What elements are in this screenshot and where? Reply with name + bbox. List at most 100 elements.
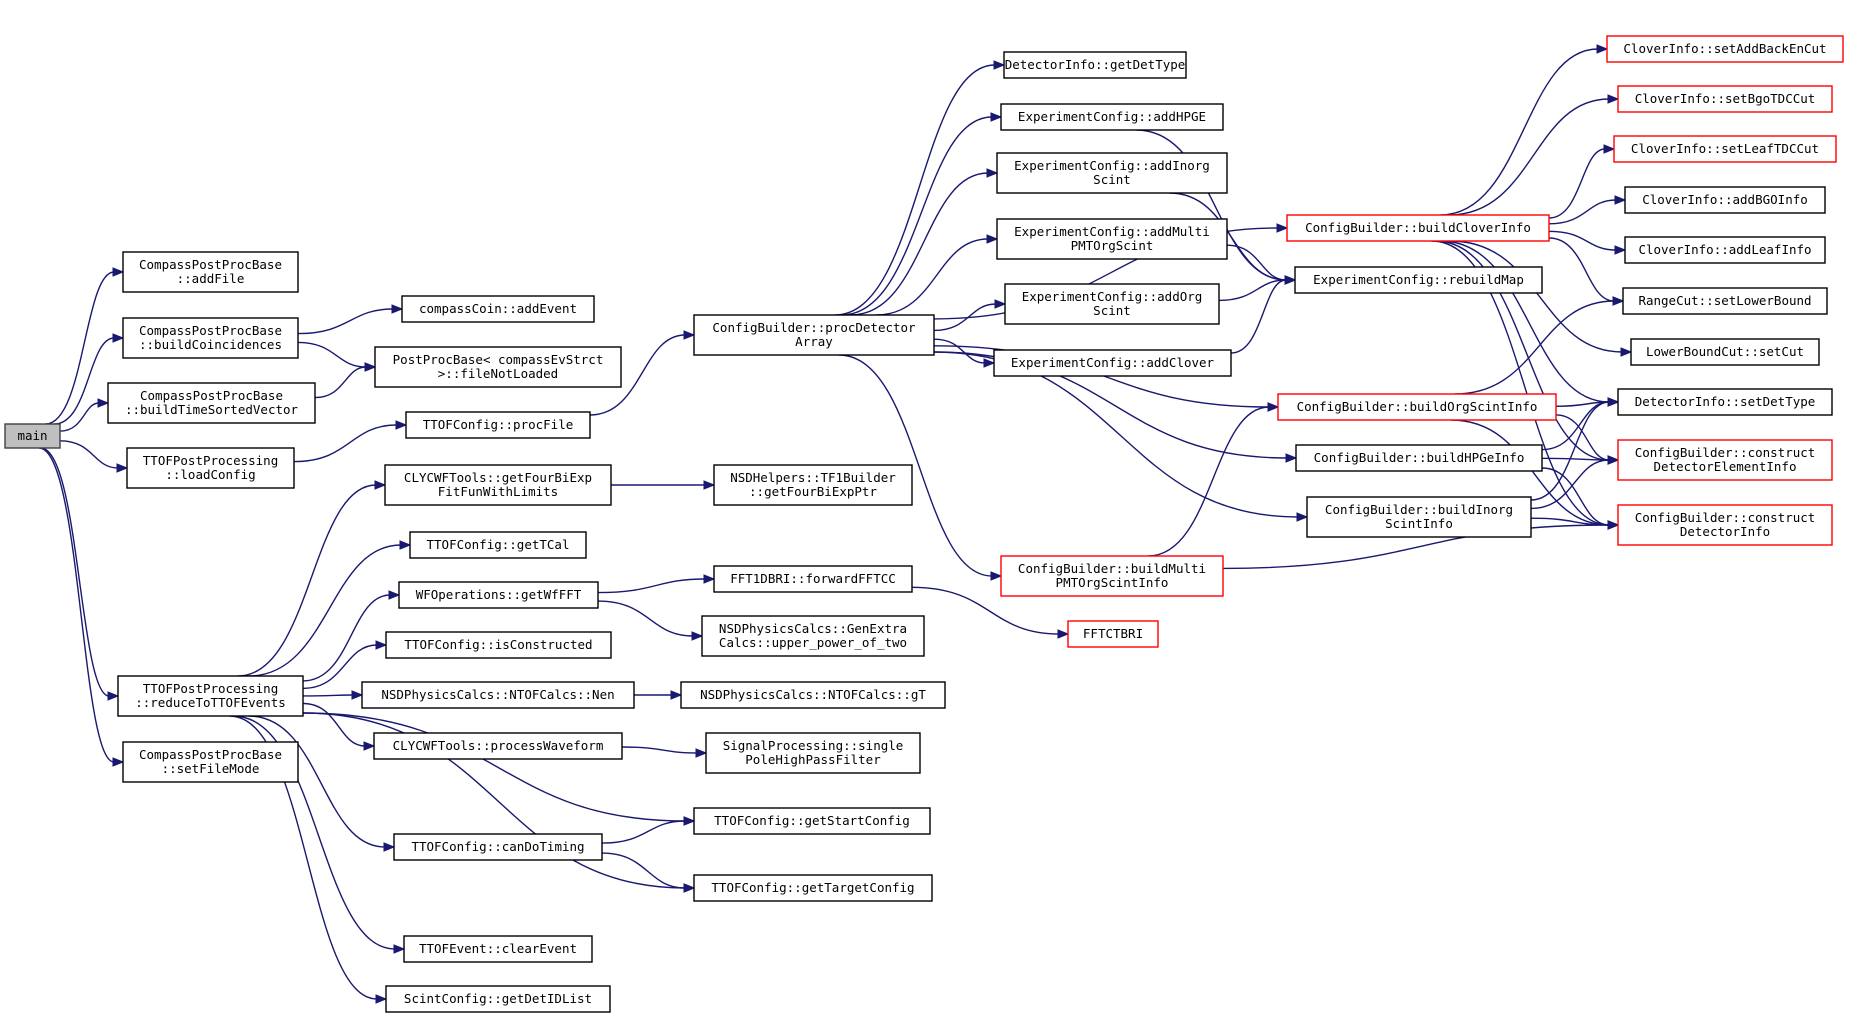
- node-rebuildMap[interactable]: ExperimentConfig::rebuildMap: [1294, 266, 1543, 294]
- edge-line: [248, 544, 402, 677]
- edge-line: [59, 440, 119, 469]
- node-FFTCTBRI[interactable]: FFTCTBRI: [1067, 620, 1159, 648]
- node-setCut[interactable]: LowerBoundCut::setCut: [1630, 338, 1820, 366]
- node-box: [713, 464, 913, 506]
- node-buildOrgScintInfo[interactable]: ConfigBuilder::buildOrgScintInfo: [1277, 393, 1557, 421]
- node-getWfFFT[interactable]: WFOperations::getWfFFT: [398, 581, 599, 609]
- node-box: [1000, 555, 1224, 597]
- arrowhead: [1057, 629, 1070, 639]
- node-box: [996, 152, 1228, 194]
- node-buildCoincidences[interactable]: CompassPostProcBase::buildCoincidences: [122, 317, 299, 359]
- edge-buildCloverInfo-to-setDetType: [1440, 240, 1620, 407]
- edge-buildInorgScintInfo-to-setDetType: [1530, 397, 1620, 501]
- node-label: ConfigBuilder::construct: [1635, 510, 1816, 525]
- node-setFileMode[interactable]: CompassPostProcBase::setFileMode: [122, 741, 299, 783]
- node-getFourBiExpPtr[interactable]: NSDHelpers::TF1Builder::getFourBiExpPtr: [713, 464, 913, 506]
- node-setAddBackEnCut[interactable]: CloverInfo::setAddBackEnCut: [1606, 35, 1844, 63]
- node-label: ConfigBuilder::buildInorg: [1325, 502, 1513, 517]
- node-setDetType[interactable]: DetectorInfo::setDetType: [1617, 388, 1833, 416]
- edge-line: [589, 334, 686, 416]
- node-loadConfig[interactable]: TTOFPostProcessing::loadConfig: [126, 447, 295, 489]
- node-addFile[interactable]: CompassPostProcBase::addFile: [122, 251, 299, 293]
- node-getDetIDList[interactable]: ScintConfig::getDetIDList: [385, 985, 611, 1013]
- node-label: DetectorInfo::getDetType: [1005, 57, 1186, 72]
- node-procFile[interactable]: TTOFConfig::procFile: [405, 411, 591, 439]
- node-reduceToTTOFEvents[interactable]: TTOFPostProcessing::reduceToTTOFEvents: [117, 675, 304, 717]
- node-fileNotLoaded[interactable]: PostProcBase< compassEvStrct>::fileNotLo…: [374, 346, 622, 388]
- node-buildTimeSortedVector[interactable]: CompassPostProcBase::buildTimeSortedVect…: [107, 382, 316, 424]
- node-box: [373, 732, 623, 760]
- arrowhead: [363, 741, 376, 751]
- edge-canDoTiming-to-getStartConfig: [601, 816, 696, 844]
- node-canDoTiming[interactable]: TTOFConfig::canDoTiming: [393, 833, 603, 861]
- node-gT[interactable]: NSDPhysicsCalcs::NTOFCalcs::gT: [680, 681, 946, 709]
- node-buildHPGeInfo[interactable]: ConfigBuilder::buildHPGeInfo: [1295, 444, 1543, 472]
- node-Nen[interactable]: NSDPhysicsCalcs::NTOFCalcs::Nen: [361, 681, 635, 709]
- arrowhead: [399, 540, 412, 550]
- edge-line: [597, 600, 694, 637]
- node-getTCal[interactable]: TTOFConfig::getTCal: [409, 531, 587, 559]
- node-addEvent[interactable]: compassCoin::addEvent: [401, 295, 595, 323]
- edge-main-to-setFileMode: [38, 447, 125, 767]
- node-label: DetectorInfo: [1680, 524, 1770, 539]
- node-box: [1617, 388, 1833, 416]
- edge-line: [302, 712, 686, 822]
- arrowhead: [374, 480, 387, 490]
- node-box: [701, 615, 925, 657]
- edge-reduceToTTOFEvents-to-getFourBiExpFitFunWithLimits: [237, 480, 387, 677]
- node-label: ExperimentConfig::addInorg: [1014, 158, 1210, 173]
- node-clearEvent[interactable]: TTOFEvent::clearEvent: [403, 935, 593, 963]
- node-singlePoleHighPassFilter[interactable]: SignalProcessing::singlePoleHighPassFilt…: [705, 732, 921, 774]
- arrowhead: [990, 571, 1003, 581]
- edge-buildCloverInfo-to-setLowerBound: [1548, 237, 1625, 306]
- node-box: [1000, 103, 1224, 131]
- node-label: Array: [795, 334, 833, 349]
- node-addBGOInfo[interactable]: CloverInfo::addBGOInfo: [1624, 186, 1826, 214]
- node-label: ExperimentConfig::rebuildMap: [1313, 272, 1524, 287]
- node-setLowerBound[interactable]: RangeCut::setLowerBound: [1622, 287, 1828, 315]
- node-getTargetConfig[interactable]: TTOFConfig::getTargetConfig: [693, 874, 933, 902]
- node-forwardFFTCC[interactable]: FFT1DBRI::forwardFFTCC: [713, 565, 913, 593]
- edge-procDetectorArray-to-addMultiPMTOrgScint: [876, 234, 999, 316]
- edge-main-to-buildTimeSortedVector: [59, 398, 110, 432]
- edge-reduceToTTOFEvents-to-getTCal: [248, 540, 412, 677]
- edge-line: [229, 715, 378, 1000]
- node-setBgoTDCCut[interactable]: CloverInfo::setBgoTDCCut: [1617, 85, 1833, 113]
- node-getDetType[interactable]: DetectorInfo::getDetType: [1003, 51, 1187, 79]
- node-setLeafTDCCut[interactable]: CloverInfo::setLeafTDCCut: [1613, 135, 1837, 163]
- edge-line: [40, 447, 110, 697]
- edge-line: [302, 702, 366, 747]
- edge-reduceToTTOFEvents-to-isConstructed: [302, 640, 388, 690]
- node-box: [993, 349, 1232, 377]
- node-isConstructed[interactable]: TTOFConfig::isConstructed: [385, 631, 612, 659]
- node-upper_power_of_two[interactable]: NSDPhysicsCalcs::GenExtraCalcs::upper_po…: [701, 615, 925, 657]
- arrowhead: [986, 234, 999, 244]
- node-addHPGE[interactable]: ExperimentConfig::addHPGE: [1000, 103, 1224, 131]
- node-addClover[interactable]: ExperimentConfig::addClover: [993, 349, 1232, 377]
- arrowhead: [1284, 275, 1297, 285]
- node-addLeafInfo[interactable]: CloverInfo::addLeafInfo: [1624, 236, 1826, 264]
- node-box: [1624, 236, 1826, 264]
- edge-line: [297, 341, 367, 368]
- node-label: FFTCTBRI: [1083, 626, 1143, 641]
- node-getFourBiExpFitFunWithLimits[interactable]: CLYCWFTools::getFourBiExpFitFunWithLimit…: [384, 464, 612, 506]
- node-constructDetectorElementInfo[interactable]: ConfigBuilder::constructDetectorElementI…: [1617, 439, 1833, 481]
- arrowhead: [1620, 347, 1633, 357]
- edge-reduceToTTOFEvents-to-canDoTiming: [248, 715, 396, 852]
- node-processWaveform[interactable]: CLYCWFTools::processWaveform: [373, 732, 623, 760]
- node-label: CloverInfo::setAddBackEnCut: [1623, 41, 1826, 56]
- edge-buildCloverInfo-to-setBgoTDCCut: [1448, 94, 1620, 216]
- node-buildCloverInfo[interactable]: ConfigBuilder::buildCloverInfo: [1286, 214, 1550, 242]
- node-getStartConfig[interactable]: TTOFConfig::getStartConfig: [693, 807, 931, 835]
- edge-line: [597, 578, 706, 594]
- node-label: ::buildTimeSortedVector: [125, 402, 299, 417]
- node-label: PostProcBase< compassEvStrct: [393, 352, 604, 367]
- arrowhead: [112, 757, 125, 767]
